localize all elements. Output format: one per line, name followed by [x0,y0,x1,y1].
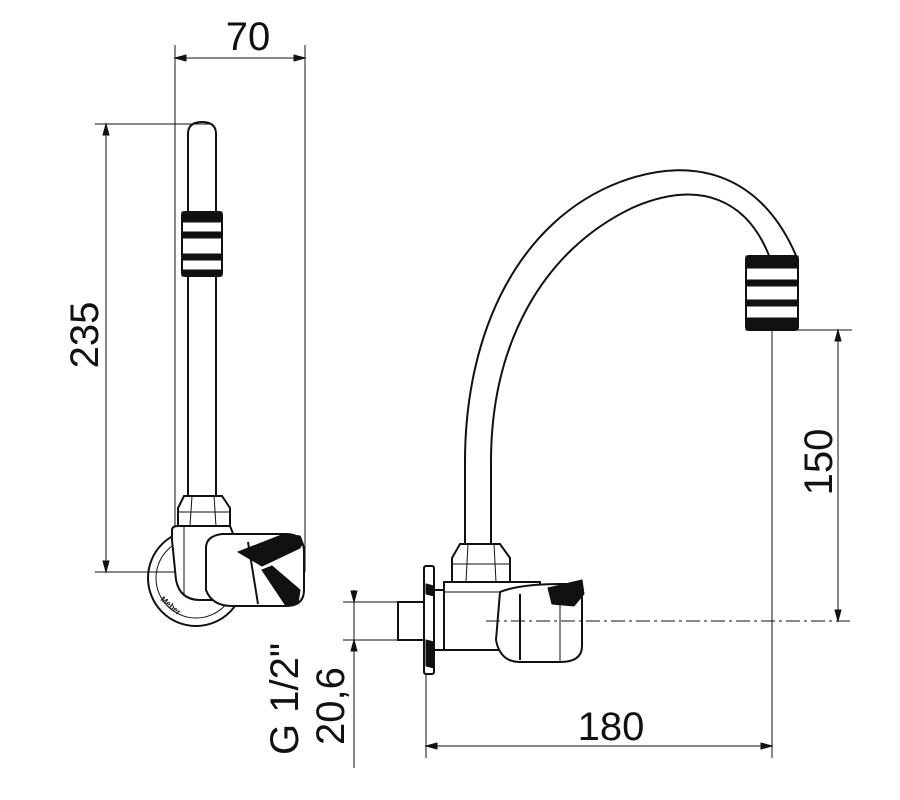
dimension-235-label: 235 [63,302,107,369]
dimension-180-label: 180 [578,705,645,749]
front-view-faucet [397,169,852,675]
dimension-70-label: 70 [226,15,271,59]
dimension-top-width: 70 [173,15,307,572]
thread-diameter-label: 20,6 [309,667,353,745]
dimension-spout-height: 150 [772,328,852,623]
thread-size-label: G 1/2" [263,643,307,755]
dimension-horizontal-reach: 180 [424,330,774,758]
dimension-150-label: 150 [797,429,841,496]
dimension-thread: G 1/2" 20,6 [263,590,398,768]
side-view-faucet: Meber [147,120,305,627]
